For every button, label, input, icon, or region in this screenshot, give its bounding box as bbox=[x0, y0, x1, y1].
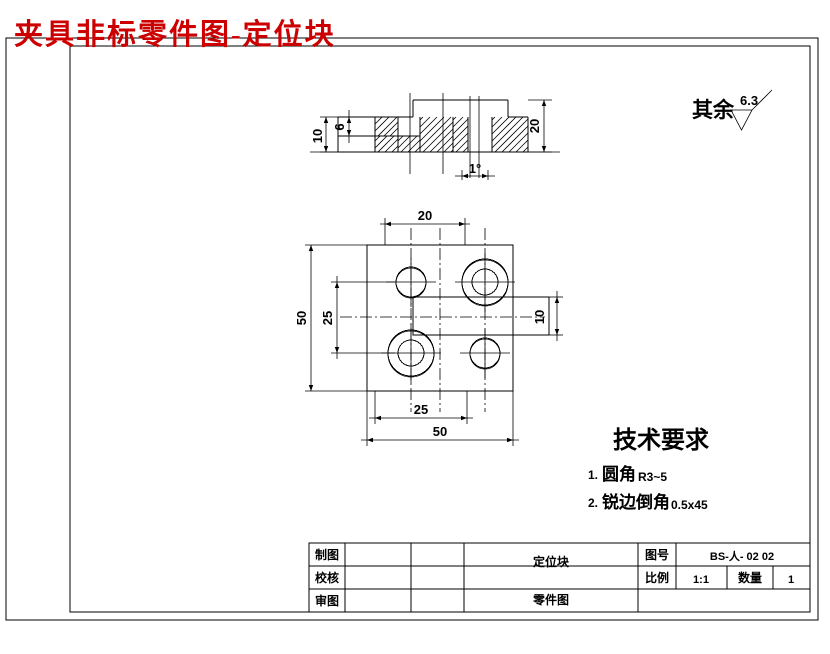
front-dim-50-bottom-text: 50 bbox=[433, 424, 447, 439]
title-block-qty-label: 数量 bbox=[738, 570, 762, 585]
front-dim-50-bottom: 50 bbox=[361, 391, 519, 446]
front-dim-50-vertical: 50 bbox=[294, 244, 367, 392]
title-block-qty-value: 1 bbox=[788, 574, 794, 586]
title-block: 制图 校核 审图 定位块 零件图 图号 BS-人- 02 02 比例 1:1 数… bbox=[308, 542, 811, 613]
front-dim-20-text: 20 bbox=[418, 208, 432, 223]
section-dim-6: 6 bbox=[332, 110, 357, 143]
front-view: 20 50 25 bbox=[294, 208, 563, 446]
tech-req-2-suffix: 0.5x45 bbox=[671, 498, 708, 512]
technical-requirements: 技术要求 1. 圆角 R3~5 2. 锐边倒角 0.5x45 bbox=[588, 427, 709, 512]
front-dim-10-right: 10 bbox=[532, 291, 563, 341]
roughness-tail-icon bbox=[751, 89, 773, 111]
tech-req-heading: 技术要求 bbox=[613, 427, 709, 454]
section-dim-10-text: 10 bbox=[310, 129, 325, 143]
front-dim-25-bottom: 25 bbox=[369, 391, 473, 424]
section-dim-20: 20 bbox=[527, 99, 552, 153]
title-block-drawing-no-value: BS-人- 02 02 bbox=[710, 549, 774, 563]
tech-req-2-text: 锐边倒角 bbox=[602, 492, 670, 512]
title-block-row-1-label: 校核 bbox=[315, 570, 339, 585]
page-title: 夹具非标零件图-定位块 bbox=[14, 19, 336, 51]
section-dim-angle: 1° bbox=[455, 161, 495, 180]
roughness-triangle-icon bbox=[730, 109, 753, 131]
title-block-row-0-label: 制图 bbox=[315, 547, 339, 562]
tech-req-1-suffix: R3~5 bbox=[638, 470, 667, 484]
section-dim-20-text: 20 bbox=[527, 119, 542, 133]
title-block-row-2-label: 审图 bbox=[315, 593, 339, 608]
tech-req-2-index: 2. bbox=[588, 496, 598, 510]
title-block-doc-type: 零件图 bbox=[532, 592, 569, 607]
surface-note-label: 其余 bbox=[692, 98, 735, 122]
front-dim-50-vertical-text: 50 bbox=[294, 311, 309, 325]
front-dim-25-bottom-text: 25 bbox=[414, 402, 428, 417]
front-dim-25-vertical-text: 25 bbox=[320, 311, 335, 325]
section-dim-angle-text: 1° bbox=[469, 161, 481, 176]
front-dim-20: 20 bbox=[380, 208, 470, 245]
outer-border bbox=[5, 37, 819, 621]
title-block-scale-label: 比例 bbox=[645, 570, 669, 585]
surface-note-value: 6.3 bbox=[740, 93, 758, 108]
front-dim-25-vertical: 25 bbox=[320, 276, 395, 359]
front-dim-10-right-text: 10 bbox=[532, 310, 547, 324]
central-slot bbox=[412, 296, 550, 336]
title-block-part-name: 定位块 bbox=[533, 554, 570, 569]
title-block-frame bbox=[308, 542, 811, 613]
tech-req-1-text: 圆角 bbox=[602, 464, 636, 484]
section-dim-6-text: 6 bbox=[332, 123, 347, 130]
section-view: 10 6 20 bbox=[310, 93, 560, 180]
title-block-drawing-no-label: 图号 bbox=[645, 547, 669, 562]
section-dim-10: 10 bbox=[310, 116, 338, 153]
tech-req-1-index: 1. bbox=[588, 468, 598, 482]
title-block-scale-value: 1:1 bbox=[693, 574, 709, 586]
surface-roughness-note: 其余 6.3 bbox=[692, 89, 773, 131]
